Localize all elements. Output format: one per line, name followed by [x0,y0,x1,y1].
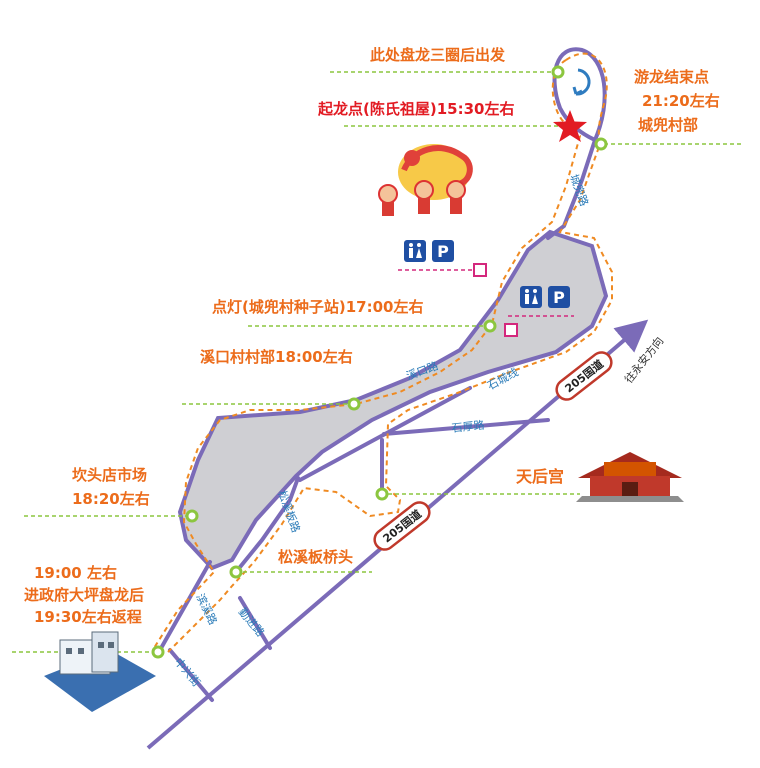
label-govt-2: 进政府大坪盘龙后 [24,586,144,604]
parking-icon: P [432,240,454,262]
songxi-road [234,476,300,574]
label-lantern: 点灯(城兜村种子站)17:00左右 [212,298,423,316]
direction-label: 往永安方向 [621,334,666,386]
road-label-songxi: 松溪板路 [275,488,303,534]
road-label-zhongxing: 中兴街 [172,655,204,689]
zhongxing-road [168,648,214,702]
label-govt-1: 19:00 左右 [34,564,117,582]
chengdou-road [546,138,597,240]
label-start-loop: 此处盘龙三圈后出发 [370,46,506,64]
label-govt-3: 19:30左右返程 [34,608,142,626]
qinjin-road [238,596,272,650]
label-xikou: 溪口村村部18:00左右 [200,348,353,366]
roads [158,47,607,702]
label-end-2: 21:20左右 [642,92,720,110]
road-label-shihou: 石厚路 [451,419,485,435]
leader-lines [12,71,744,653]
temple-icon [576,452,684,502]
label-kantou-1: 坎头店市场 [72,466,147,484]
svg-text:P: P [553,288,565,307]
government-building-icon [44,631,156,712]
label-end-1: 游龙结束点 [634,68,709,86]
loop-arrows-icon [572,68,591,96]
highway-badge: 205国道 [555,351,613,401]
label-start-point: 起龙点(陈氏祖屋)15:30左右 [317,100,514,118]
label-end-3: 城兜村部 [638,116,698,134]
town-area [177,229,609,571]
label-songxi-bridge: 松溪板桥头 [278,548,353,566]
road-label-qinjin: 勤进路 [236,606,267,640]
red-star-icon [553,110,587,142]
shihou-road [382,418,550,436]
svg-text:P: P [437,242,449,261]
facility-marker [473,263,487,277]
stop-markers [151,65,608,659]
facility-leaders [398,269,574,317]
facility-marker [504,323,518,337]
west-road [158,560,212,652]
parade-route [153,52,613,653]
toilet-icon [520,286,542,308]
label-kantou-2: 18:20左右 [72,490,150,508]
road-label-chengdou: 城兜路 [567,172,591,208]
parking-icon: P [548,286,570,308]
dragon-dance-icon [378,144,473,216]
toilet-icon [404,240,426,262]
highway-badge: 205国道 [373,501,431,551]
label-tianhou: 天后宫 [516,467,564,486]
road-label-binxi: 滨溪路 [193,591,220,627]
